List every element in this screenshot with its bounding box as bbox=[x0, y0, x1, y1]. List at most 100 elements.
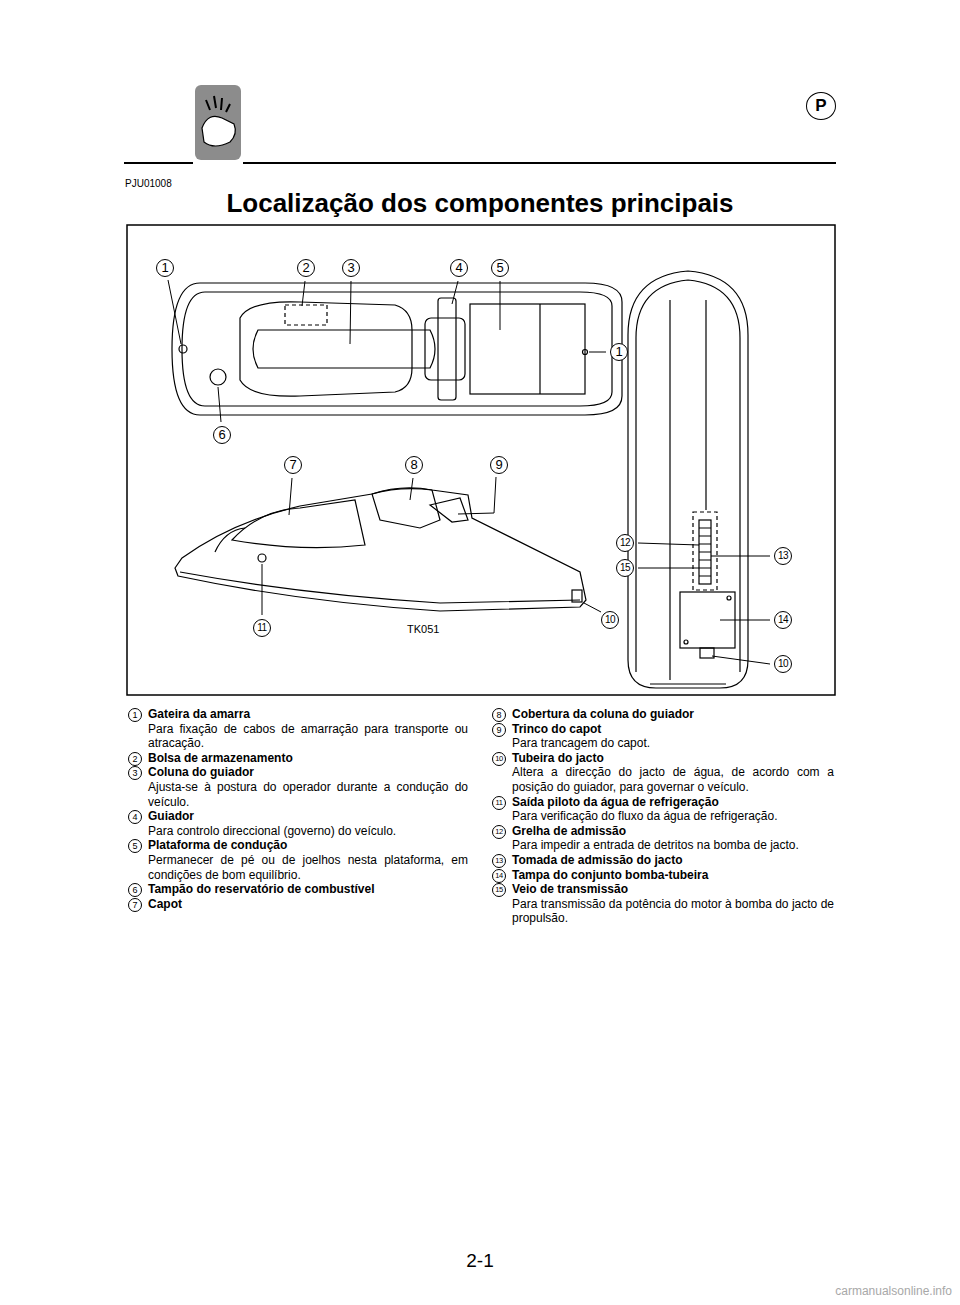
callout-number: 9 bbox=[490, 456, 508, 474]
bottom-view bbox=[628, 271, 748, 688]
part-name: Coluna do guiador bbox=[148, 765, 468, 780]
hull-side bbox=[175, 488, 586, 611]
part-name: Tubeira do jacto bbox=[512, 751, 834, 766]
part-name: Capot bbox=[148, 897, 468, 912]
item-number: 11 bbox=[492, 796, 506, 810]
platform-line bbox=[539, 304, 540, 394]
item-number: 14 bbox=[492, 869, 506, 883]
part-name: Plataforma de condução bbox=[148, 838, 468, 853]
leader-line bbox=[410, 478, 413, 500]
callout-number: 1 bbox=[156, 259, 174, 277]
part-name: Cobertura da coluna do guiador bbox=[512, 707, 834, 722]
header-rule bbox=[243, 162, 836, 164]
callout-number: 1 bbox=[610, 343, 628, 361]
item-number: 8 bbox=[492, 708, 506, 722]
page-title: Localização dos componentes principais bbox=[0, 188, 960, 219]
part-name: Tomada de admissão do jacto bbox=[512, 853, 834, 868]
handlebar-mount bbox=[425, 318, 465, 380]
callout-number: 13 bbox=[774, 547, 792, 565]
callout-number: 11 bbox=[253, 619, 271, 637]
callout-number: 4 bbox=[450, 259, 468, 277]
part-name: Tampa do conjunto bomba-tubeira bbox=[512, 868, 834, 883]
item-number: 4 bbox=[128, 810, 142, 824]
part-description: Altera a direcção do jacto de água, de a… bbox=[512, 765, 834, 794]
leader-line bbox=[289, 478, 292, 515]
part-description: Permanecer de pé ou de joelhos nesta pla… bbox=[148, 853, 468, 882]
jetski-icon bbox=[202, 116, 235, 146]
callout-number: 8 bbox=[405, 456, 423, 474]
leader-line bbox=[262, 564, 263, 615]
side-view bbox=[175, 488, 586, 611]
section-badge: P bbox=[806, 92, 836, 120]
reference-code: PJU01008 bbox=[125, 178, 172, 189]
column-cover bbox=[372, 489, 440, 528]
item-number: 9 bbox=[492, 723, 506, 737]
chine-line bbox=[180, 572, 580, 603]
nozzle-bottom bbox=[700, 648, 714, 658]
chine-lines bbox=[636, 280, 740, 672]
header-rule bbox=[124, 162, 193, 164]
watermark: carmanualsonline.info bbox=[835, 1284, 952, 1298]
callout-number: 10 bbox=[601, 611, 619, 629]
section-letter: P bbox=[815, 96, 826, 116]
hood-latch bbox=[430, 498, 468, 522]
strake bbox=[705, 300, 706, 510]
leader-line bbox=[638, 568, 699, 569]
callout-number: 6 bbox=[213, 426, 231, 444]
handlebar bbox=[438, 298, 456, 400]
top-view bbox=[172, 283, 622, 415]
leader-line bbox=[350, 281, 351, 344]
item-number: 7 bbox=[128, 898, 142, 912]
callout-number: 12 bbox=[616, 534, 634, 552]
stern-eye bbox=[583, 350, 588, 355]
storage-bag bbox=[285, 305, 327, 325]
page-number: 2-1 bbox=[466, 1250, 493, 1272]
handlepole bbox=[253, 330, 435, 368]
part-description: Para fixação de cabos de amarração para … bbox=[148, 722, 468, 751]
callout-number: 7 bbox=[284, 456, 302, 474]
leader-line bbox=[711, 556, 770, 557]
callout-number: 2 bbox=[297, 259, 315, 277]
leader-line bbox=[452, 281, 458, 304]
hull-outline bbox=[172, 283, 622, 415]
bolt bbox=[727, 596, 731, 600]
section-icon bbox=[195, 85, 241, 160]
item-number: 12 bbox=[492, 825, 506, 839]
leader-line bbox=[712, 656, 770, 664]
part-name: Trinco do capot bbox=[512, 722, 834, 737]
item-number: 6 bbox=[128, 883, 142, 897]
gunwale-line bbox=[182, 292, 612, 406]
part-name: Tampão do reservatório de combustível bbox=[148, 882, 468, 897]
leader-line bbox=[589, 352, 606, 353]
item-number: 2 bbox=[128, 752, 142, 766]
grate-bars bbox=[699, 528, 711, 576]
part-name: Gateira da amarra bbox=[148, 707, 468, 722]
item-number: 10 bbox=[492, 752, 506, 766]
hull-bottom bbox=[628, 271, 748, 688]
strake bbox=[669, 300, 670, 680]
intake-duct bbox=[693, 512, 717, 590]
bow-eye bbox=[179, 345, 187, 353]
leader-line bbox=[302, 281, 305, 306]
part-description: Para trancagem do capot. bbox=[512, 736, 834, 751]
leader-line bbox=[458, 477, 496, 514]
part-name: Bolsa de armazenamento bbox=[148, 751, 468, 766]
callout-number: 15 bbox=[616, 559, 634, 577]
part-name: Guiador bbox=[148, 809, 468, 824]
part-description: Ajusta-se à postura do operador durante … bbox=[148, 780, 468, 809]
item-number: 13 bbox=[492, 854, 506, 868]
bolt bbox=[684, 640, 688, 644]
intake-grate bbox=[699, 520, 711, 584]
callout-number: 10 bbox=[774, 655, 792, 673]
callout-number: 5 bbox=[491, 259, 509, 277]
figure-frame bbox=[127, 225, 835, 695]
leader-line bbox=[218, 387, 221, 422]
fuel-cap bbox=[210, 369, 226, 385]
leader-line bbox=[720, 620, 770, 621]
leader-line bbox=[500, 281, 501, 330]
hood bbox=[240, 302, 412, 396]
part-name: Saída piloto da água de refrigeração bbox=[512, 795, 834, 810]
part-name: Grelha de admissão bbox=[512, 824, 834, 839]
item-number: 15 bbox=[492, 883, 506, 897]
